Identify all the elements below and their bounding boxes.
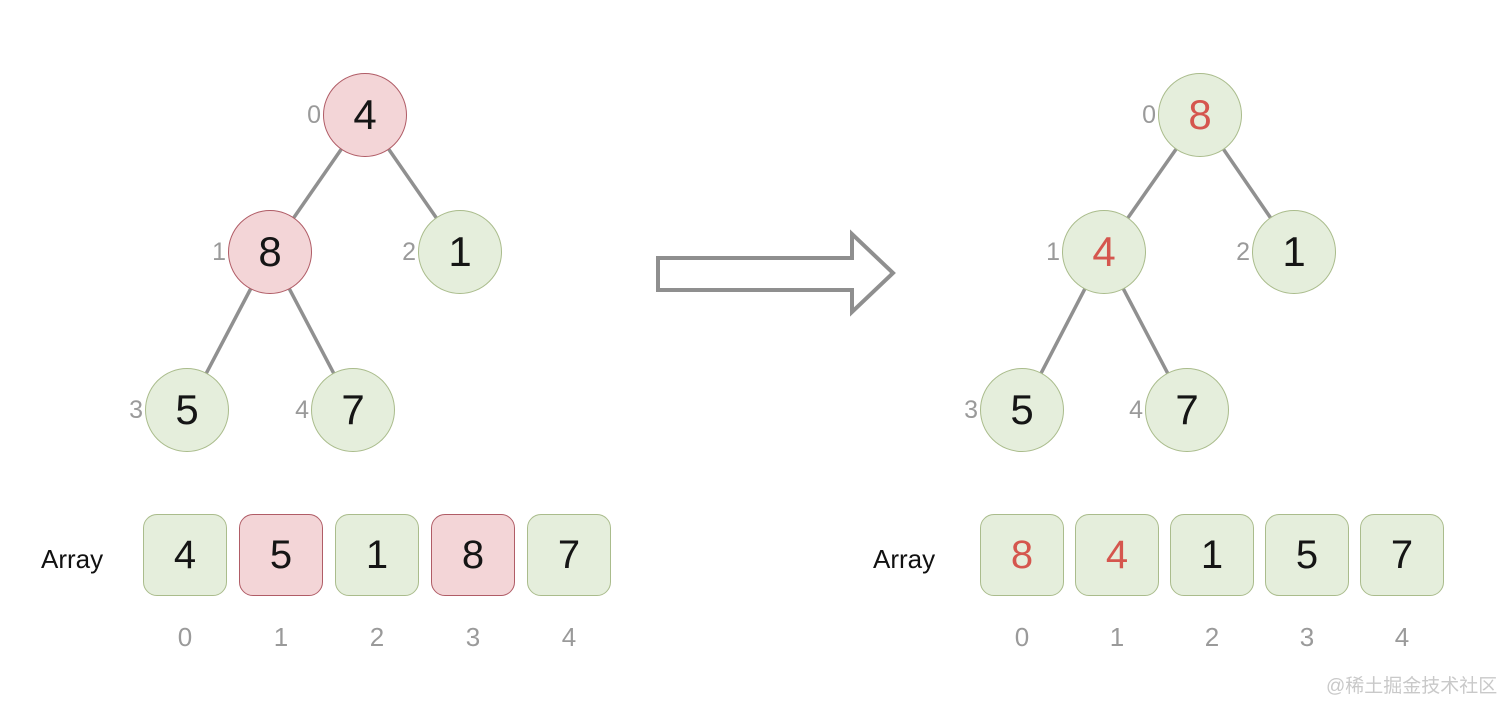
tree-node: 4 — [323, 73, 407, 157]
tree-node-index: 0 — [1142, 101, 1156, 129]
tree-node-value: 4 — [1092, 228, 1116, 275]
array-index-label: 3 — [465, 622, 481, 652]
tree-node-value: 1 — [448, 228, 472, 275]
array-index-row: 0 1 2 3 4 — [980, 622, 1444, 653]
array-cell-value: 5 — [1295, 532, 1319, 577]
array-cell: 8 — [980, 514, 1064, 596]
array-index-row: 0 1 2 3 4 — [143, 622, 611, 653]
array-cell-value: 5 — [269, 532, 293, 577]
array-cell-value: 7 — [557, 532, 581, 577]
array-index-label: 1 — [273, 622, 289, 652]
tree-node: 1 — [1252, 210, 1336, 294]
array-label: Array — [41, 544, 104, 574]
array-index-label: 0 — [1014, 622, 1030, 652]
tree-node-value: 1 — [1282, 228, 1306, 275]
tree-node-value: 7 — [341, 386, 365, 433]
tree-node-value: 7 — [1175, 386, 1199, 433]
tree-node-index: 0 — [307, 101, 321, 129]
tree-node-value: 5 — [175, 386, 199, 433]
array-cell-value: 1 — [365, 532, 389, 577]
tree-node-value: 4 — [353, 91, 377, 138]
array-cell: 5 — [239, 514, 323, 596]
array-cell: 4 — [143, 514, 227, 596]
array-row: 4 5 1 8 7 — [143, 514, 611, 596]
tree-node-value: 5 — [1010, 386, 1034, 433]
array-cell-value: 8 — [461, 532, 485, 577]
tree-node-index: 2 — [402, 238, 416, 266]
tree-node: 4 — [1062, 210, 1146, 294]
array-cell: 1 — [335, 514, 419, 596]
tree-node: 1 — [418, 210, 502, 294]
tree-node: 8 — [1158, 73, 1242, 157]
tree-node-index: 1 — [1046, 238, 1060, 266]
array-index-label: 4 — [1394, 622, 1410, 652]
tree-node-index: 3 — [129, 396, 143, 424]
array-cell: 7 — [1360, 514, 1444, 596]
array-cell: 4 — [1075, 514, 1159, 596]
tree-node: 7 — [311, 368, 395, 452]
tree-node: 7 — [1145, 368, 1229, 452]
tree-node-index: 3 — [964, 396, 978, 424]
array-row: 8 4 1 5 7 — [980, 514, 1444, 596]
array-index-label: 2 — [1204, 622, 1220, 652]
array-index-label: 2 — [369, 622, 385, 652]
array-index-label: 0 — [177, 622, 193, 652]
tree-node: 5 — [145, 368, 229, 452]
array-cell: 5 — [1265, 514, 1349, 596]
array-cell-value: 4 — [173, 532, 197, 577]
array-cell-value: 1 — [1200, 532, 1224, 577]
array-index-label: 1 — [1109, 622, 1125, 652]
tree-node: 5 — [980, 368, 1064, 452]
array-index-label: 4 — [561, 622, 577, 652]
array-cell: 8 — [431, 514, 515, 596]
tree-node-index: 4 — [295, 396, 309, 424]
tree-node-index: 1 — [212, 238, 226, 266]
array-cell-value: 7 — [1390, 532, 1414, 577]
array-cell-value: 8 — [1010, 532, 1034, 577]
array-cell: 1 — [1170, 514, 1254, 596]
tree-node-value: 8 — [258, 228, 282, 275]
tree-node-value: 8 — [1188, 91, 1212, 138]
array-label: Array — [873, 544, 936, 574]
array-cell-value: 4 — [1105, 532, 1129, 577]
tree-node-index: 2 — [1236, 238, 1250, 266]
tree-node: 8 — [228, 210, 312, 294]
array-cell: 7 — [527, 514, 611, 596]
array-index-label: 3 — [1299, 622, 1315, 652]
watermark: @稀土掘金技术社区 — [1326, 676, 1498, 697]
tree-node-index: 4 — [1129, 396, 1143, 424]
right-arrow-icon — [656, 229, 896, 317]
